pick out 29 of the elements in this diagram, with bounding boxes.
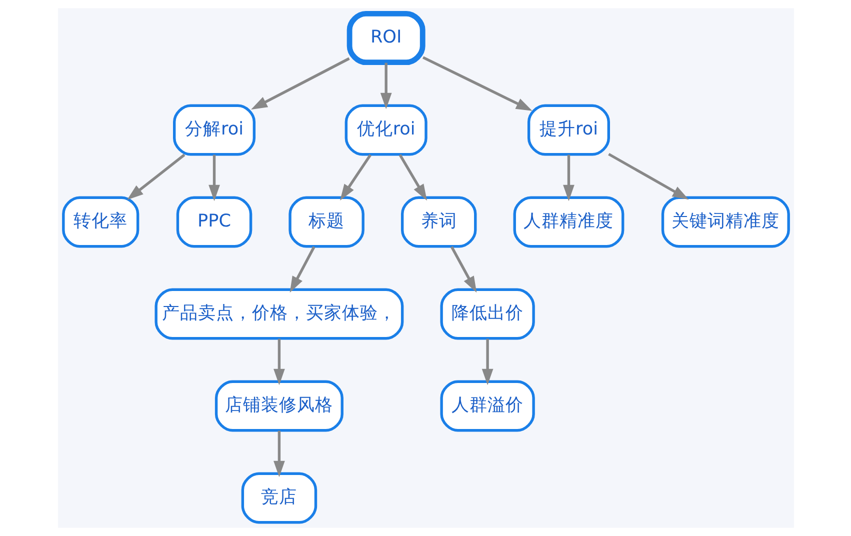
node-box: 分解roi [172, 104, 256, 156]
arrow [380, 62, 392, 110]
node-box: 养词 [400, 196, 476, 248]
arrow [398, 154, 426, 201]
node-box: 标题 [288, 196, 364, 248]
arrow [126, 154, 185, 200]
arrow [289, 246, 315, 293]
arrow [250, 57, 350, 110]
arrow [450, 246, 476, 293]
node-box: 产品卖点，价格，买家体验， [154, 288, 404, 340]
node-box: 提升roi [526, 104, 610, 156]
node-box: 转化率 [62, 196, 139, 248]
arrow [562, 154, 574, 202]
arrow [422, 56, 532, 111]
node-box: PPC [176, 196, 252, 248]
node-box: ROI [346, 10, 425, 66]
node-box: 竞店 [240, 472, 317, 524]
arrow [340, 154, 372, 200]
node-box: 人群精准度 [512, 196, 624, 248]
node-box: 店铺装修风格 [214, 380, 343, 432]
arrow [273, 338, 284, 386]
node-box: 降低出价 [440, 288, 534, 340]
arrow [608, 152, 688, 200]
arrow [481, 338, 493, 386]
node-box: 关键词精准度 [660, 196, 790, 248]
node-box: 人群溢价 [440, 380, 534, 432]
node-box: 优化roi [344, 104, 427, 156]
arrow [208, 154, 220, 202]
arrow [273, 430, 284, 478]
